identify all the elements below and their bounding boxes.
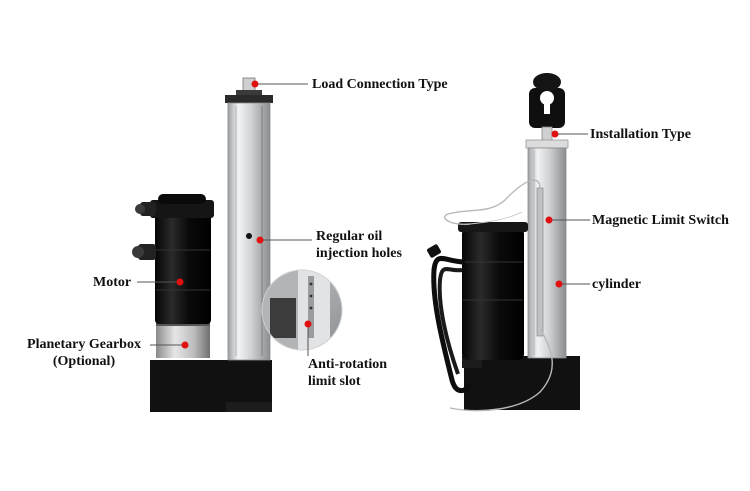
marker-cylinder	[555, 280, 563, 288]
label-anti-rotation-limit-slot: Anti-rotation limit slot	[308, 356, 387, 390]
motor-body	[155, 214, 211, 324]
oil-injection-hole	[246, 233, 252, 239]
marker-installation	[551, 130, 559, 138]
marker-oil-holes	[256, 236, 264, 244]
marker-load-connection	[251, 80, 259, 88]
right-base	[464, 356, 580, 410]
anti-rotation-inset	[261, 269, 343, 351]
right-motor-body	[462, 228, 524, 360]
label-regular-oil-line2: injection holes	[316, 246, 402, 261]
label-magnetic-limit-switch: Magnetic Limit Switch	[592, 213, 729, 228]
right-actuator	[427, 73, 580, 412]
right-rod	[541, 126, 553, 142]
right-end-cap	[525, 139, 569, 149]
label-cylinder: cylinder	[592, 277, 641, 292]
label-load-connection-type: Load Connection Type	[312, 77, 448, 92]
motor-encoder	[158, 194, 206, 204]
label-gearbox-line2: (Optional)	[52, 354, 116, 369]
power-cable	[431, 256, 473, 394]
planetary-gearbox	[156, 322, 210, 358]
label-gearbox-line1: Planetary Gearbox	[27, 337, 141, 352]
sensor-wire	[443, 179, 541, 226]
label-regular-oil-holes: Regular oil injection holes	[316, 228, 402, 262]
callouts	[137, 83, 590, 356]
marker-motor	[176, 278, 184, 286]
callout-markers	[176, 80, 563, 349]
label-anti-rotation-line1: Anti-rotation	[308, 357, 388, 372]
left-end-cap	[225, 95, 273, 103]
magnetic-limit-switch	[536, 187, 544, 337]
left-rod-cap	[236, 90, 262, 96]
left-base-foot	[226, 402, 272, 412]
label-regular-oil-line1: Regular oil	[316, 229, 383, 244]
marker-anti-rotation	[304, 320, 312, 328]
label-planetary-gearbox: Planetary Gearbox (Optional)	[18, 336, 150, 370]
marker-gearbox	[181, 341, 189, 349]
label-anti-rotation-line2: limit slot	[308, 374, 361, 389]
left-actuator	[132, 77, 273, 412]
label-motor: Motor	[93, 275, 132, 290]
motor-connector-lower	[138, 244, 156, 260]
label-installation-type: Installation Type	[590, 127, 692, 142]
motor-connector-upper	[140, 202, 156, 216]
marker-limit-switch	[545, 216, 553, 224]
motor-top	[150, 200, 214, 218]
